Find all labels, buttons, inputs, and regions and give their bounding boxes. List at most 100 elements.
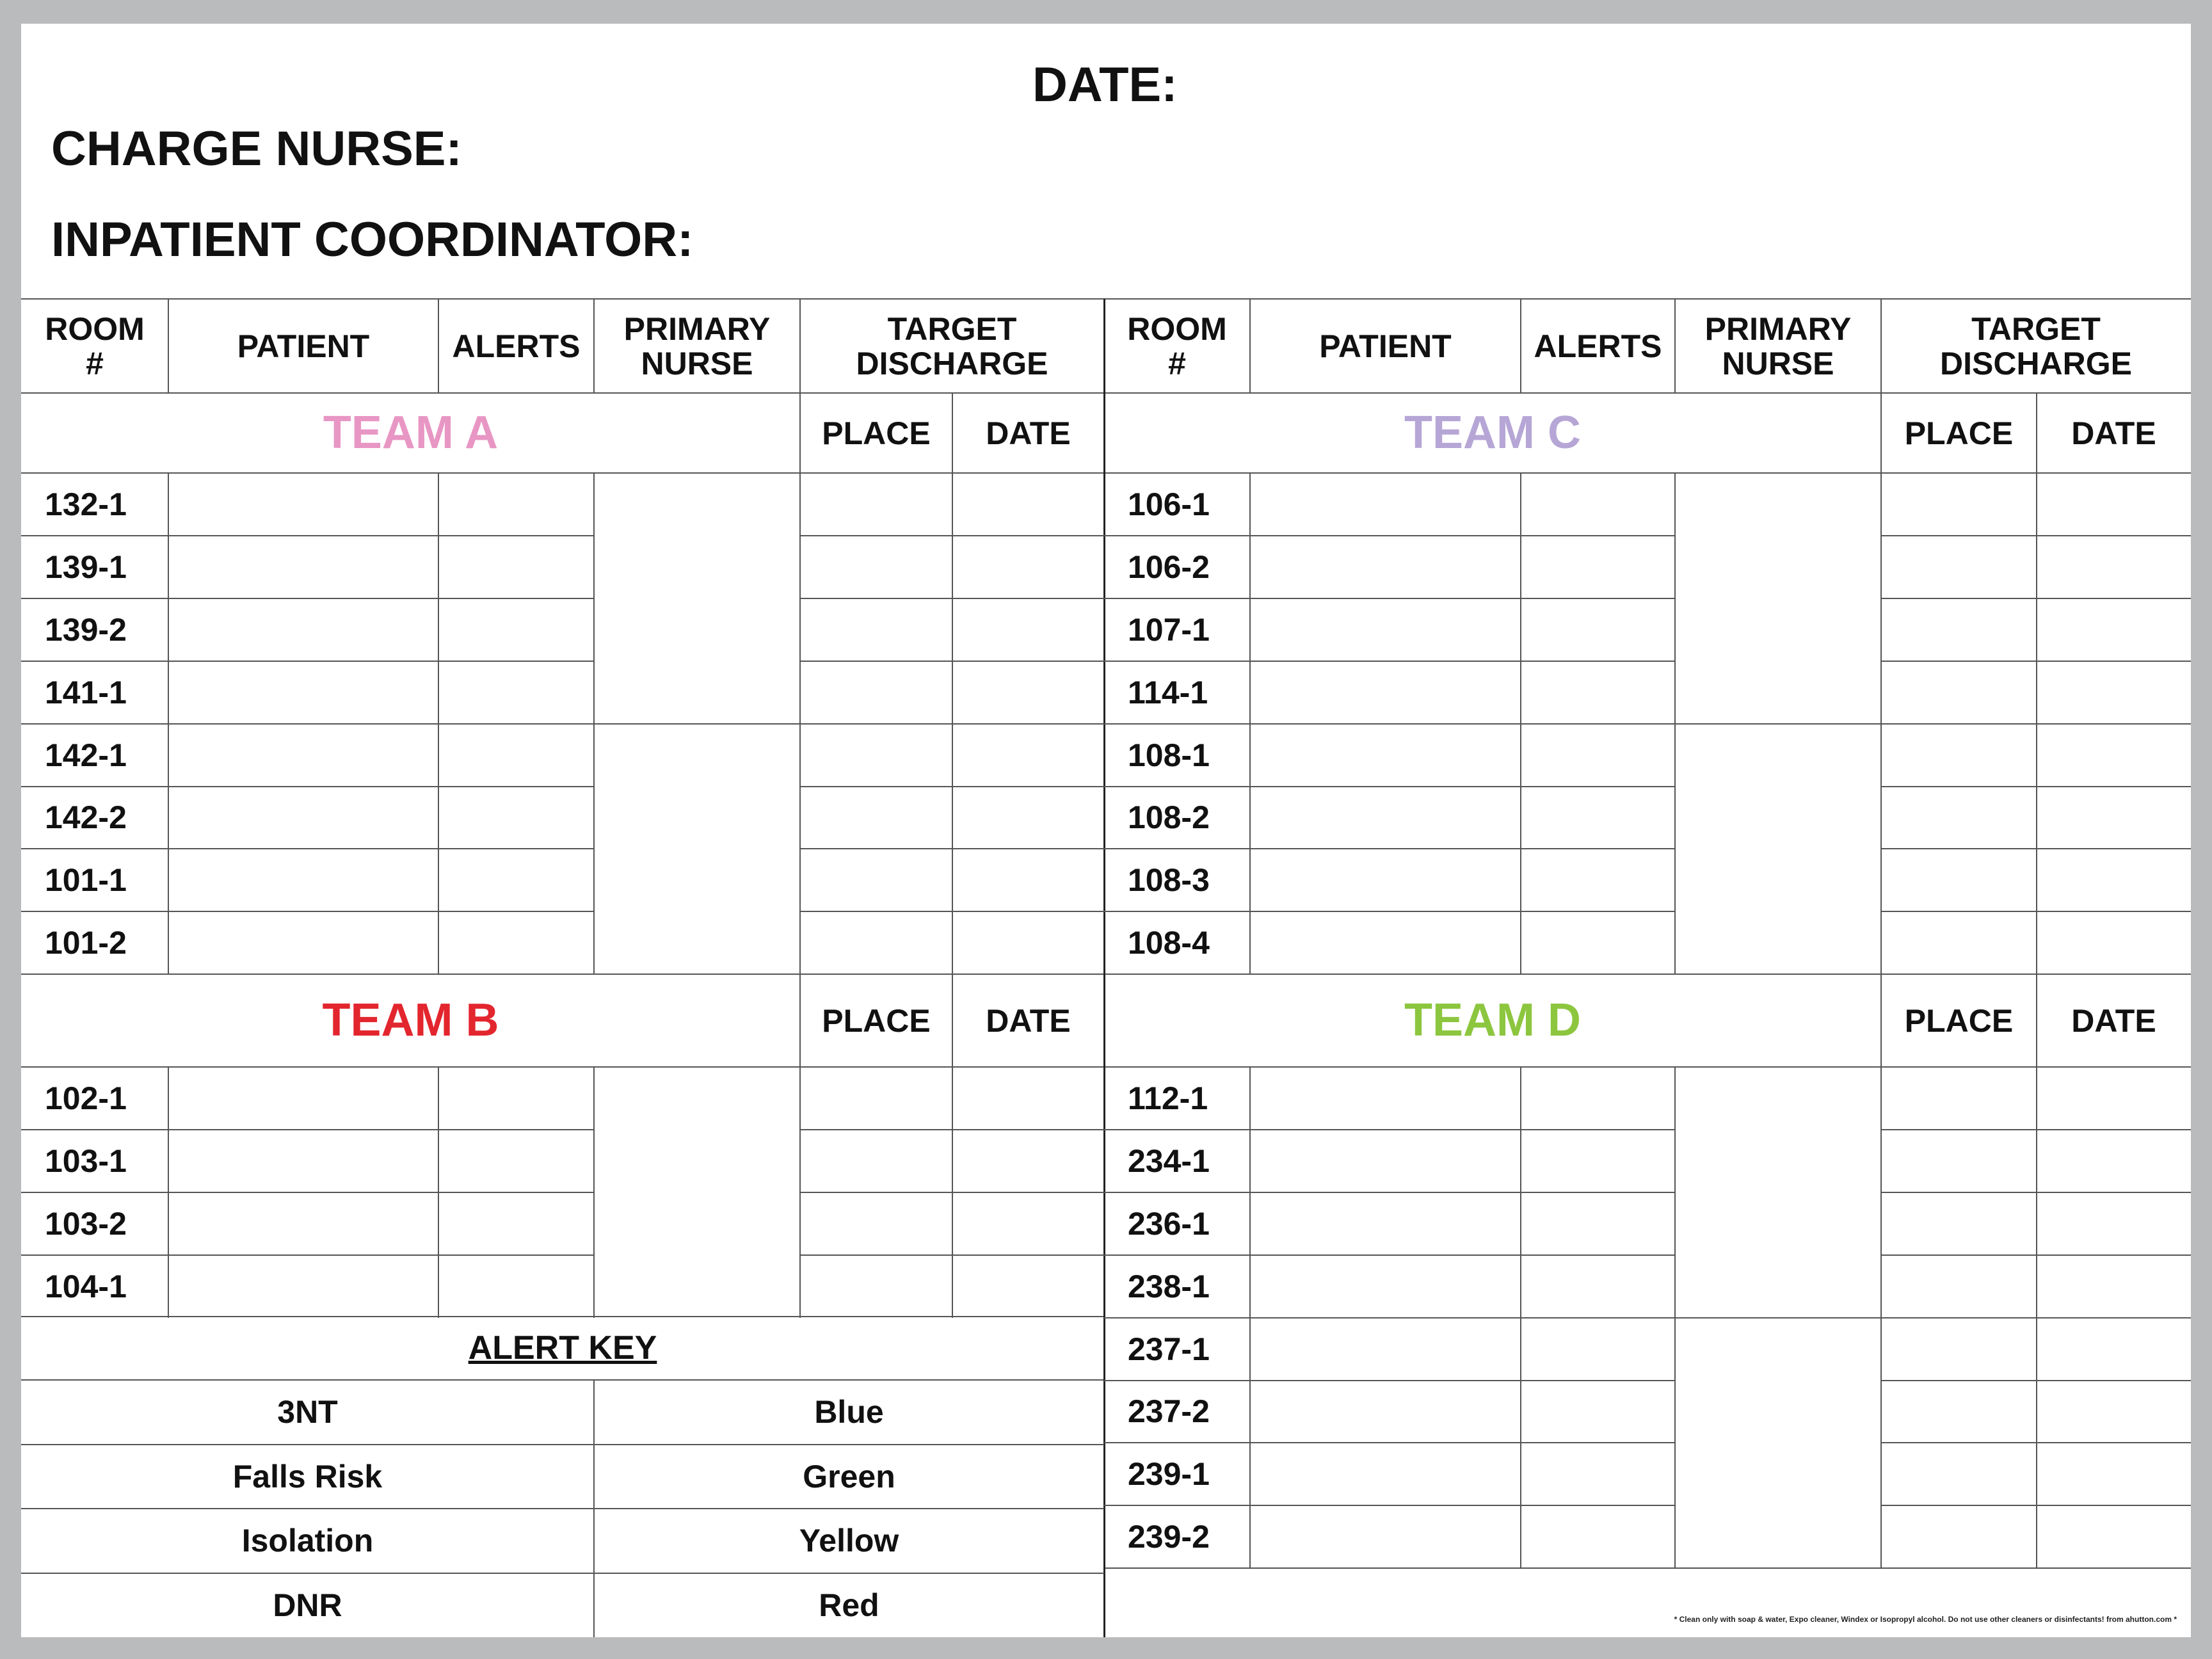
- alerts-cell[interactable]: [438, 724, 594, 787]
- patient-cell[interactable]: [168, 473, 438, 536]
- alerts-cell[interactable]: [1521, 787, 1675, 849]
- date-cell[interactable]: [2037, 849, 2191, 911]
- place-cell[interactable]: [800, 1255, 952, 1318]
- alerts-cell[interactable]: [1521, 911, 1675, 974]
- alerts-cell[interactable]: [1521, 724, 1675, 787]
- alerts-cell[interactable]: [1521, 661, 1675, 724]
- patient-cell[interactable]: [168, 1255, 438, 1318]
- patient-cell[interactable]: [1250, 1381, 1521, 1443]
- date-cell[interactable]: [2037, 661, 2191, 724]
- patient-cell[interactable]: [168, 1192, 438, 1255]
- date-cell[interactable]: [2037, 1318, 2191, 1381]
- date-cell[interactable]: [952, 1255, 1104, 1318]
- alerts-cell[interactable]: [438, 1192, 594, 1255]
- patient-cell[interactable]: [1250, 1192, 1521, 1255]
- alerts-cell[interactable]: [438, 1130, 594, 1192]
- patient-cell[interactable]: [1250, 1443, 1521, 1505]
- alerts-cell[interactable]: [1521, 1067, 1675, 1130]
- alerts-cell[interactable]: [1521, 536, 1675, 598]
- place-cell[interactable]: [800, 473, 952, 536]
- patient-cell[interactable]: [1250, 1130, 1521, 1192]
- patient-cell[interactable]: [1250, 911, 1521, 974]
- place-cell[interactable]: [800, 1192, 952, 1255]
- patient-cell[interactable]: [168, 1130, 438, 1192]
- date-cell[interactable]: [952, 724, 1104, 787]
- date-cell[interactable]: [2037, 787, 2191, 849]
- place-cell[interactable]: [1881, 598, 2037, 661]
- patient-cell[interactable]: [168, 849, 438, 911]
- date-cell[interactable]: [952, 787, 1104, 849]
- alerts-cell[interactable]: [438, 598, 594, 661]
- patient-cell[interactable]: [168, 724, 438, 787]
- patient-cell[interactable]: [1250, 536, 1521, 598]
- place-cell[interactable]: [1881, 536, 2037, 598]
- place-cell[interactable]: [1881, 787, 2037, 849]
- patient-cell[interactable]: [168, 911, 438, 974]
- place-cell[interactable]: [800, 536, 952, 598]
- place-cell[interactable]: [1881, 724, 2037, 787]
- place-cell[interactable]: [1881, 473, 2037, 536]
- date-cell[interactable]: [2037, 536, 2191, 598]
- date-cell[interactable]: [952, 1130, 1104, 1192]
- date-cell[interactable]: [2037, 473, 2191, 536]
- patient-cell[interactable]: [1250, 598, 1521, 661]
- alerts-cell[interactable]: [1521, 1381, 1675, 1443]
- patient-cell[interactable]: [1250, 1505, 1521, 1568]
- patient-cell[interactable]: [1250, 849, 1521, 911]
- date-cell[interactable]: [952, 536, 1104, 598]
- place-cell[interactable]: [1881, 911, 2037, 974]
- alerts-cell[interactable]: [1521, 1443, 1675, 1505]
- patient-cell[interactable]: [1250, 724, 1521, 787]
- alerts-cell[interactable]: [438, 911, 594, 974]
- place-cell[interactable]: [1881, 1381, 2037, 1443]
- place-cell[interactable]: [1881, 1443, 2037, 1505]
- alerts-cell[interactable]: [1521, 473, 1675, 536]
- date-cell[interactable]: [2037, 1505, 2191, 1568]
- patient-cell[interactable]: [1250, 1255, 1521, 1318]
- alerts-cell[interactable]: [1521, 1130, 1675, 1192]
- date-cell[interactable]: [2037, 598, 2191, 661]
- date-cell[interactable]: [2037, 911, 2191, 974]
- place-cell[interactable]: [800, 911, 952, 974]
- alerts-cell[interactable]: [1521, 1505, 1675, 1568]
- alerts-cell[interactable]: [438, 536, 594, 598]
- patient-cell[interactable]: [1250, 1067, 1521, 1130]
- date-cell[interactable]: [952, 1192, 1104, 1255]
- date-cell[interactable]: [2037, 1067, 2191, 1130]
- place-cell[interactable]: [800, 724, 952, 787]
- alerts-cell[interactable]: [438, 661, 594, 724]
- alerts-cell[interactable]: [1521, 849, 1675, 911]
- date-cell[interactable]: [2037, 1443, 2191, 1505]
- alerts-cell[interactable]: [1521, 1192, 1675, 1255]
- patient-cell[interactable]: [168, 661, 438, 724]
- place-cell[interactable]: [1881, 1130, 2037, 1192]
- place-cell[interactable]: [800, 661, 952, 724]
- patient-cell[interactable]: [168, 536, 438, 598]
- place-cell[interactable]: [800, 849, 952, 911]
- place-cell[interactable]: [1881, 1505, 2037, 1568]
- patient-cell[interactable]: [168, 1067, 438, 1130]
- alerts-cell[interactable]: [1521, 598, 1675, 661]
- place-cell[interactable]: [800, 598, 952, 661]
- alerts-cell[interactable]: [438, 473, 594, 536]
- patient-cell[interactable]: [168, 787, 438, 849]
- place-cell[interactable]: [1881, 1318, 2037, 1381]
- patient-cell[interactable]: [168, 598, 438, 661]
- date-cell[interactable]: [952, 1067, 1104, 1130]
- alerts-cell[interactable]: [438, 849, 594, 911]
- patient-cell[interactable]: [1250, 661, 1521, 724]
- date-cell[interactable]: [952, 473, 1104, 536]
- date-cell[interactable]: [952, 911, 1104, 974]
- alerts-cell[interactable]: [438, 1255, 594, 1318]
- alerts-cell[interactable]: [438, 787, 594, 849]
- date-cell[interactable]: [2037, 1381, 2191, 1443]
- date-cell[interactable]: [2037, 1130, 2191, 1192]
- alerts-cell[interactable]: [1521, 1255, 1675, 1318]
- place-cell[interactable]: [800, 787, 952, 849]
- place-cell[interactable]: [1881, 1067, 2037, 1130]
- place-cell[interactable]: [1881, 849, 2037, 911]
- alerts-cell[interactable]: [438, 1067, 594, 1130]
- place-cell[interactable]: [1881, 1255, 2037, 1318]
- date-cell[interactable]: [2037, 724, 2191, 787]
- date-cell[interactable]: [952, 661, 1104, 724]
